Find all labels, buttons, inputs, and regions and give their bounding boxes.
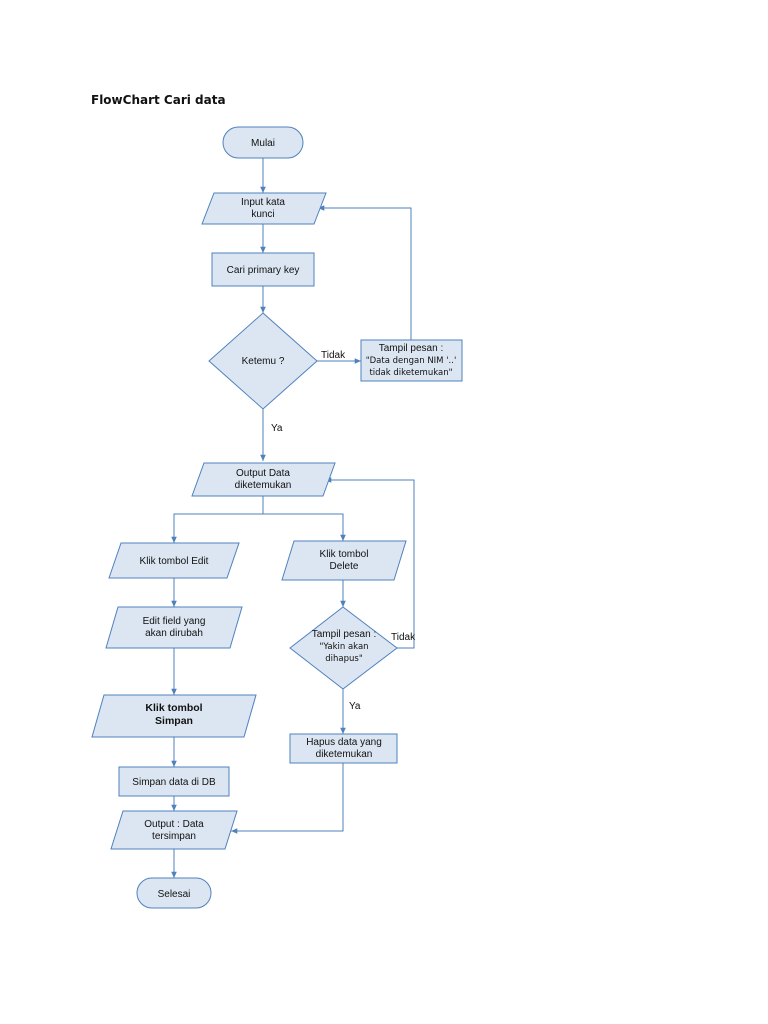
node-ketemu: Ketemu ? [208, 312, 318, 410]
node-hapus-line1: Hapus data yang [306, 737, 382, 748]
node-tampil1-line1: Tampil pesan : [379, 343, 443, 354]
node-selesai-label: Selesai [158, 889, 191, 900]
node-hapus-line2: diketemukan [316, 749, 373, 760]
node-klik-tombol-edit: Klik tombol Edit [108, 542, 240, 579]
node-edit-field: Edit field yang akan dirubah [105, 606, 243, 649]
edge-label-yakin-ya: Ya [349, 701, 361, 712]
node-edit-label: Klik tombol Edit [140, 556, 209, 567]
node-simpan-line2: Simpan [155, 715, 193, 727]
node-hapus-data: Hapus data yang diketemukan [289, 733, 398, 764]
node-yakin-line2: "Yakin akan [319, 642, 368, 652]
edge-tampil-loop [318, 205, 412, 340]
node-simpan-data-db: Simpan data di DB [118, 766, 230, 797]
node-klik-tombol-delete: Klik tombol Delete [281, 540, 407, 581]
node-tampil1-line3: tidak diketemukan" [369, 368, 452, 378]
node-tampil1-line2: "Data dengan NIM '..' [366, 356, 457, 366]
node-editfield-line2: akan dirubah [145, 628, 203, 639]
node-output2-line2: tersimpan [152, 831, 196, 842]
node-klik-tombol-simpan: Klik tombol Simpan [91, 694, 257, 738]
edges [171, 158, 415, 878]
edge-hapus-output [231, 763, 344, 834]
edge-yakin-tidak [325, 477, 415, 649]
node-input-line1: Input kata [241, 197, 285, 208]
edge-label-ketemu-ya: Ya [271, 423, 283, 434]
node-selesai: Selesai [136, 877, 212, 909]
node-editfield-line1: Edit field yang [143, 616, 206, 627]
node-delete-line2: Delete [330, 561, 359, 572]
node-delete-line1: Klik tombol [320, 549, 369, 560]
node-mulai-label: Mulai [251, 138, 275, 149]
node-db-label: Simpan data di DB [132, 777, 216, 788]
edge-label-ketemu-tidak: Tidak [321, 350, 346, 361]
edge-label-yakin-tidak: Tidak [391, 632, 416, 643]
node-input-kata-kunci: Input kata kunci [201, 192, 327, 225]
node-output-data-diketemukan: Output Data diketemukan [191, 462, 336, 497]
node-yakin-line1: Tampil pesan : [312, 629, 376, 640]
node-cari-primary-key: Cari primary key [211, 252, 315, 287]
node-output1-line2: diketemukan [235, 480, 292, 491]
node-output2-line1: Output : Data [144, 819, 204, 830]
node-ketemu-label: Ketemu ? [242, 356, 285, 367]
node-input-line2: kunci [251, 209, 274, 220]
node-simpan-line1: Klik tombol [145, 702, 202, 714]
node-tampil-pesan-tidak-ditemukan: Tampil pesan : "Data dengan NIM '..' tid… [360, 339, 463, 382]
node-output-data-tersimpan: Output : Data tersimpan [110, 810, 238, 850]
node-mulai: Mulai [222, 126, 304, 159]
edge-output-split [173, 496, 343, 543]
node-tampil-pesan-yakin: Tampil pesan : "Yakin akan dihapus" [289, 606, 398, 690]
node-output1-line1: Output Data [236, 468, 290, 479]
node-cari-label: Cari primary key [227, 265, 300, 276]
node-yakin-line3: dihapus" [325, 654, 363, 664]
page-title: FlowChart Cari data [91, 93, 226, 107]
